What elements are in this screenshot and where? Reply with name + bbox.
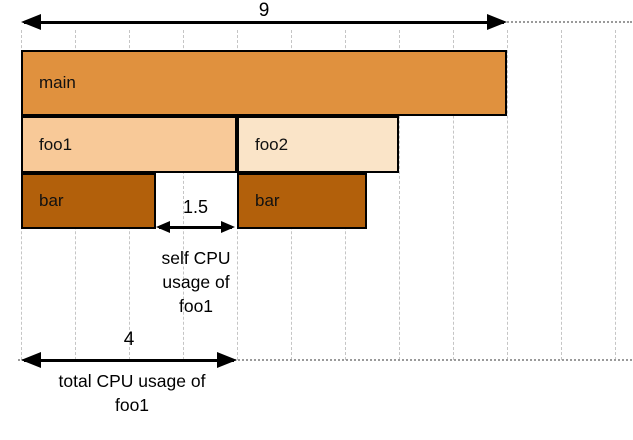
total-width-arrow: [21, 14, 507, 30]
total-cpu-value-label: 4: [123, 329, 135, 350]
frame-foo1: foo1: [21, 116, 237, 173]
gridline: [453, 30, 454, 360]
self-cpu-value-label: 1.5: [182, 197, 209, 217]
top-dotted-line: [500, 21, 632, 23]
arrow-shaft: [159, 225, 232, 229]
total-width-label: 9: [258, 0, 270, 21]
frame-label: foo2: [255, 134, 289, 154]
gridline: [183, 30, 184, 360]
total-cpu-arrow: [21, 352, 237, 368]
caption-line: foo1: [114, 395, 150, 415]
bottom-dotted-line: [18, 359, 632, 361]
caption-line: usage of: [162, 272, 230, 292]
frame-label: bar: [39, 191, 64, 210]
total-cpu-caption: total CPU usage of foo1: [22, 369, 242, 417]
caption-line: self CPU: [161, 248, 231, 268]
arrow-shaft: [24, 358, 234, 362]
frame-label: foo1: [39, 134, 73, 154]
gridline: [399, 30, 400, 360]
gridline: [561, 30, 562, 360]
frame-main: main: [21, 50, 507, 116]
frame-bar-left: bar: [21, 173, 156, 229]
gridline: [507, 30, 508, 360]
frame-label: bar: [255, 191, 280, 210]
caption-line: total CPU usage of: [58, 371, 206, 391]
gridline: [615, 30, 616, 360]
self-cpu-arrow: [156, 221, 235, 233]
arrow-shaft: [24, 20, 504, 24]
self-cpu-caption: self CPU usage of foo1: [126, 246, 266, 318]
frame-bar-right: bar: [237, 173, 367, 229]
frame-label: main: [39, 73, 76, 92]
frame-foo2: foo2: [237, 116, 399, 173]
caption-line: foo1: [178, 296, 214, 316]
